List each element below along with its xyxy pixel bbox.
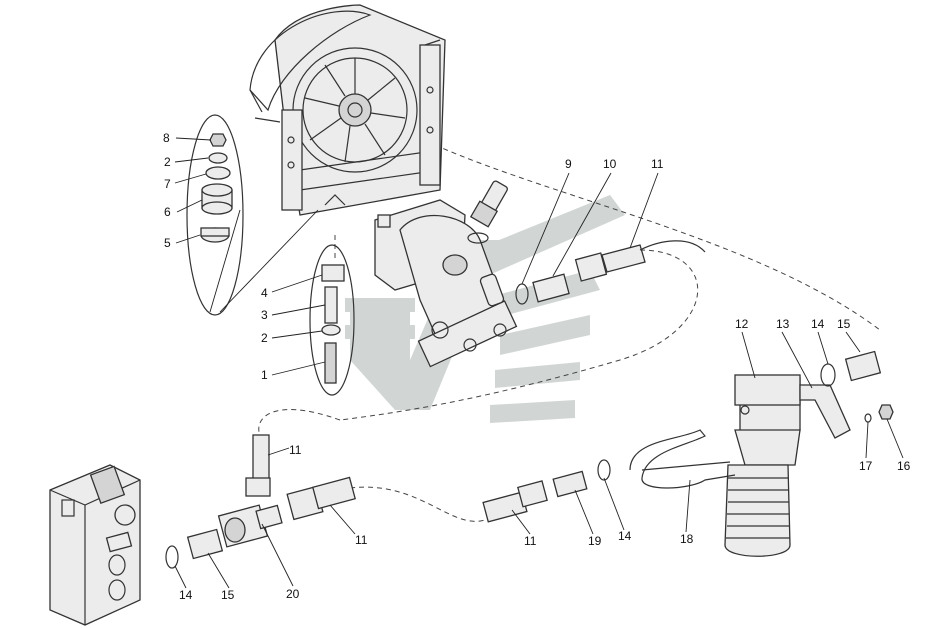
- callout-1: 1: [261, 368, 268, 382]
- fitting-row-upper: [515, 240, 706, 305]
- callout-11a: 11: [651, 157, 664, 171]
- fitting-row-lower: [286, 459, 611, 523]
- callout-14b: 14: [618, 529, 632, 543]
- callout-8: 8: [163, 131, 170, 145]
- mount-stack-upper: [186, 114, 319, 316]
- callout-6: 6: [164, 205, 171, 219]
- hose-paths: [258, 144, 881, 522]
- callout-10: 10: [603, 157, 617, 171]
- tee-fitting-assembly: [165, 434, 283, 569]
- callout-11c: 11: [355, 533, 368, 547]
- valve-block: [49, 464, 141, 626]
- callout-20: 20: [286, 587, 300, 601]
- callout-4: 4: [261, 286, 268, 300]
- callout-2b: 2: [261, 331, 268, 345]
- callout-17: 17: [859, 459, 873, 473]
- callout-11d: 11: [524, 534, 537, 548]
- callout-3: 3: [261, 308, 268, 322]
- callout-15b: 15: [221, 588, 235, 602]
- callout-12: 12: [735, 317, 749, 331]
- mount-stack-lower: [309, 244, 355, 396]
- callout-13: 13: [776, 317, 790, 331]
- callout-19: 19: [588, 534, 602, 548]
- callout-7: 7: [164, 177, 171, 191]
- callout-16: 16: [897, 459, 911, 473]
- callout-14c: 14: [179, 588, 193, 602]
- callout-2: 2: [164, 155, 171, 169]
- callout-15a: 15: [837, 317, 851, 331]
- callout-5: 5: [164, 236, 171, 250]
- callout-9: 9: [565, 157, 572, 171]
- fan-shroud-assembly: [249, 4, 446, 216]
- filter-assembly: [629, 350, 894, 557]
- callout-11b: 11: [289, 443, 302, 457]
- callout-18: 18: [680, 532, 694, 546]
- callout-labels: 8 2 7 6 5 4 3 2 1 9 10 11 12 13 14 15 17…: [163, 131, 911, 602]
- elbow-fitting-top: [467, 180, 508, 244]
- hydraulic-motor: [374, 199, 518, 368]
- callout-14a: 14: [811, 317, 825, 331]
- leader-lines: [174, 137, 904, 589]
